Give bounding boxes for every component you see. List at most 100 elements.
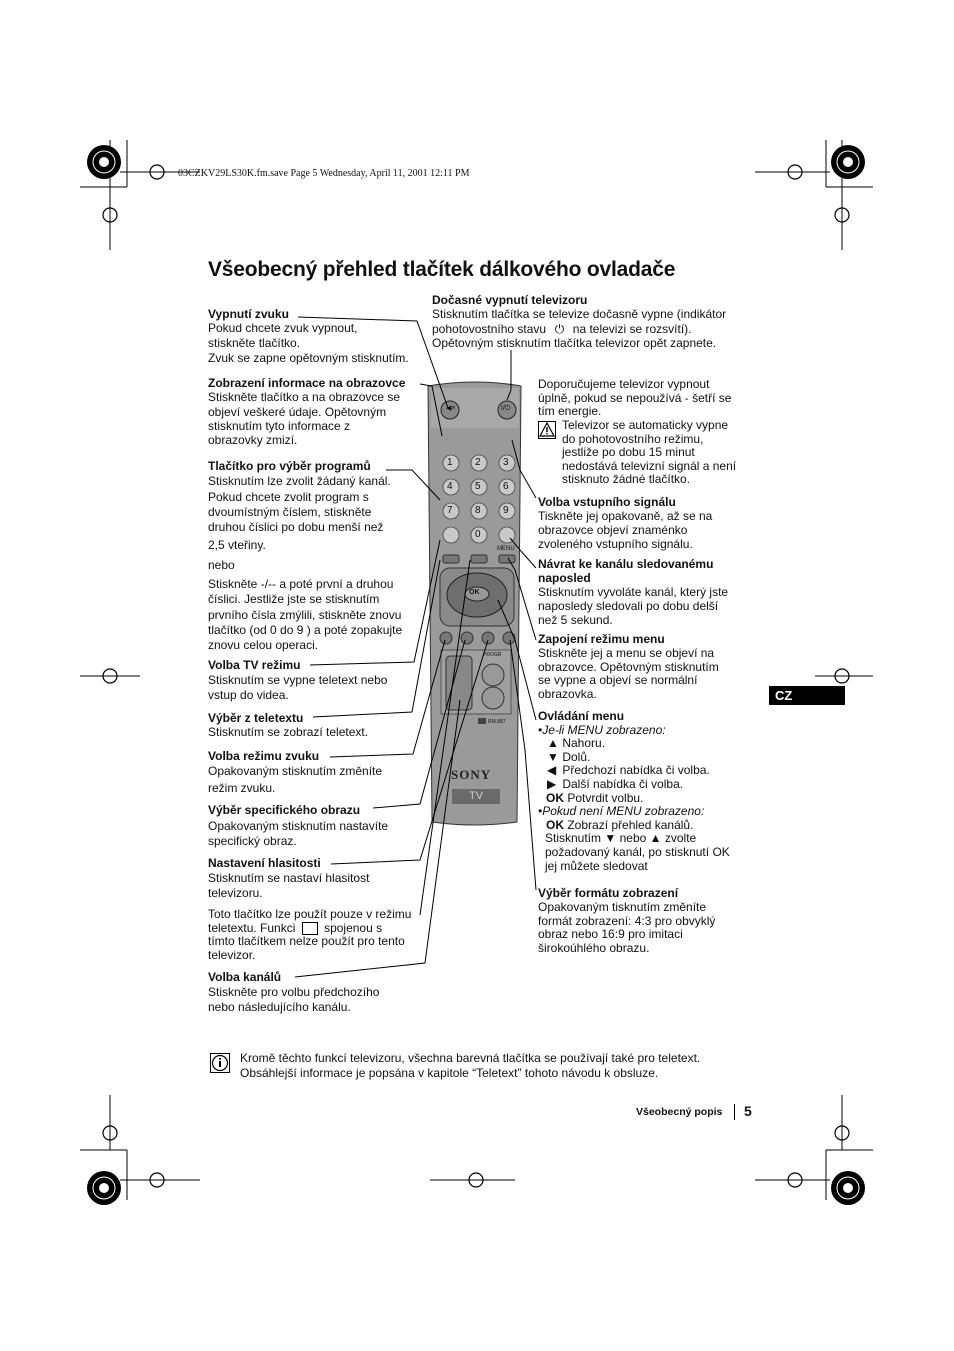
info-icon	[210, 1053, 230, 1073]
registration-sunburst-tl	[87, 145, 121, 179]
teletext-box-icon	[301, 921, 318, 935]
volume-text: televizoru.	[208, 885, 263, 900]
menu-text: se vypne a objeví se normální	[538, 673, 698, 688]
menu-title: Zapojení režimu menu	[538, 632, 665, 646]
teletext-note: Toto tlačítko lze použít pouze v režimu …	[208, 907, 411, 962]
format-text: obraz nebo 16:9 pro imitaci	[538, 927, 683, 942]
last-channel-title: naposled	[538, 571, 591, 585]
last-channel-title: Návrat ke kanálu sledovanému	[538, 557, 714, 571]
remote-control	[427, 381, 522, 826]
standby-title: Dočasné vypnutí televizoru	[432, 293, 588, 307]
osd-title: Zobrazení informace na obrazovce	[208, 376, 406, 390]
sound-mode-text: Opakovaným stisknutím změníte	[208, 764, 383, 779]
file-info-header: 03CZKV29LS30K.fm.save Page 5 Wednesday, …	[178, 168, 470, 179]
auto-off-text: nedostává televizní signál a není	[562, 458, 737, 473]
menu-section: Zapojení režimu menu Stiskněte jej a men…	[538, 632, 719, 702]
program-text: prvního čísla zmýlili, stiskněte znovu	[208, 607, 402, 622]
registration-sunburst-bl	[87, 1171, 121, 1205]
format-text: Opakovaným tisknutím změníte	[538, 899, 707, 914]
ok-label: OK	[546, 790, 564, 805]
warning-icon	[538, 421, 556, 439]
teletext-title: Výběr z teletextu	[208, 711, 304, 725]
menu-control-text: •Je-li MENU zobrazeno:	[538, 722, 666, 737]
digit-label: 6	[503, 481, 509, 492]
channel-section: Volba kanálů Stiskněte pro volbu předcho…	[208, 970, 379, 1015]
tv-mode-title: Volba TV režimu	[208, 658, 301, 672]
ok-label: OK	[546, 817, 564, 832]
digit-label: 5	[475, 481, 481, 492]
osd-text: Stiskněte tlačítko a na obrazovce se	[208, 390, 401, 405]
menu-control-section: Ovládání menu •Je-li MENU zobrazeno: ▲ N…	[538, 709, 730, 873]
input-text: obrazovce objeví znaménko	[538, 523, 688, 537]
arrow-left-icon: ◀	[547, 763, 557, 778]
input-title: Volba vstupního signálu	[538, 495, 676, 509]
language-tab: CZ	[769, 686, 845, 705]
picture-title: Výběr specifického obrazu	[208, 803, 361, 817]
footer-divider	[734, 1104, 735, 1120]
channel-title: Volba kanálů	[208, 970, 282, 984]
arrow-up-icon: ▲	[649, 831, 662, 846]
remote-ok-label: OK	[469, 589, 480, 596]
program-text: Stiskněte -/-- a poté první a druhou	[208, 577, 394, 592]
power-icon: ⏻	[554, 321, 565, 336]
menu-control-text: Dolů.	[562, 749, 591, 764]
channel-text: nebo následujícího kanálu.	[208, 1000, 351, 1014]
picture-text: Opakovaným stisknutím nastavíte	[208, 819, 389, 834]
menu-control-text: Zobrazí přehled kanálů.	[567, 817, 694, 832]
recommend-text: Doporučujeme televizor vypnout	[538, 377, 710, 391]
menu-control-text: Potvrdit volbu.	[567, 790, 644, 805]
tv-mode-section: Volba TV režimu Stisknutím se vypne tele…	[208, 658, 387, 702]
digit-label: 8	[475, 505, 481, 516]
menu-control-text: Další nabídka či volba.	[562, 776, 684, 791]
recommend-note: Doporučujeme televizor vypnout úplně, po…	[538, 377, 731, 419]
registration-crosshairs	[102, 164, 850, 1188]
menu-control-text: Nahoru.	[562, 736, 606, 751]
program-text: tlačítko (od 0 do 9 ) a poté zopakujte	[208, 622, 403, 637]
remote-prog-label: PROGR	[483, 652, 502, 658]
auto-off-text: Televizor se automaticky vypne	[562, 418, 729, 432]
leader-lines-right	[497, 350, 537, 891]
digit-label: 9	[503, 505, 509, 516]
input-section: Volba vstupního signálu Tiskněte jej opa…	[538, 495, 712, 551]
menu-control-text: •Pokud není MENU zobrazeno:	[538, 804, 705, 819]
remote-menu-label: MENU	[497, 546, 515, 552]
mute-text: Pokud chcete zvuk vypnout,	[208, 321, 358, 336]
arrow-up-icon: ▲	[547, 736, 559, 751]
channel-text: Stiskněte pro volbu předchozího	[208, 985, 380, 999]
standby-text: pohotovostního stavu	[432, 321, 547, 336]
digit-label: 7	[447, 505, 453, 516]
osd-section: Zobrazení informace na obrazovce Stiskně…	[208, 376, 405, 447]
auto-off-note: Televizor se automaticky vypne do pohoto…	[562, 418, 737, 487]
standby-text: Opětovným stisknutím tlačítka televizor …	[432, 335, 717, 350]
picture-section: Výběr specifického obrazu Opakovaným sti…	[208, 803, 388, 848]
osd-text: stisknutím tyto informace z	[208, 418, 351, 433]
note-text: televizor.	[208, 947, 256, 962]
digit-label: 1	[447, 457, 453, 468]
last-channel-text: Stisknutím vyvoláte kanál, který jste	[538, 585, 729, 599]
program-text: druhou číslici po dobu menší než	[208, 520, 384, 535]
osd-text: obrazovky zmizí.	[208, 433, 298, 448]
format-title: Výběr formátu zobrazení	[538, 886, 679, 900]
program-text: Stisknutím lze zvolit žádaný kanál.	[208, 474, 391, 489]
program-section: Tlačítko pro výběr programů Stisknutím l…	[208, 459, 402, 654]
sound-mode-section: Volba režimu zvuku Opakovaným stisknutím…	[208, 749, 382, 795]
mute-text: Zvuk se zapne opětovným stisknutím.	[208, 350, 409, 365]
program-title: Tlačítko pro výběr programů	[208, 459, 371, 473]
auto-off-text: jestliže po dobu 15 minut	[562, 445, 695, 460]
menu-control-title: Ovládání menu	[538, 709, 625, 723]
menu-control-text: požadovaný kanál, po stisknutí OK	[545, 844, 730, 859]
last-channel-text: naposledy sledovali po dobu delší	[538, 599, 719, 613]
note-text: tímto tlačítkem nelze použít pro tento	[208, 934, 405, 949]
note-text: spojenou s	[324, 920, 383, 935]
leader-lines-left	[294, 316, 489, 978]
volume-section: Nastavení hlasitosti Stisknutím se nasta…	[208, 856, 369, 900]
auto-off-text: stisknuto žádné tlačítko.	[562, 472, 691, 487]
crop-marks-top	[80, 140, 873, 1200]
mute-button-icon: ◀×	[446, 405, 456, 412]
osd-text: objeví veškeré údaje. Opětovným	[208, 404, 387, 419]
menu-control-text: Stisknutím	[545, 831, 602, 846]
auto-off-text: do pohotovostního režimu,	[562, 431, 704, 446]
remote-top-buttons	[440, 400, 517, 420]
arrow-right-icon: ▶	[547, 776, 557, 791]
arrow-down-icon: ▼	[604, 831, 617, 846]
